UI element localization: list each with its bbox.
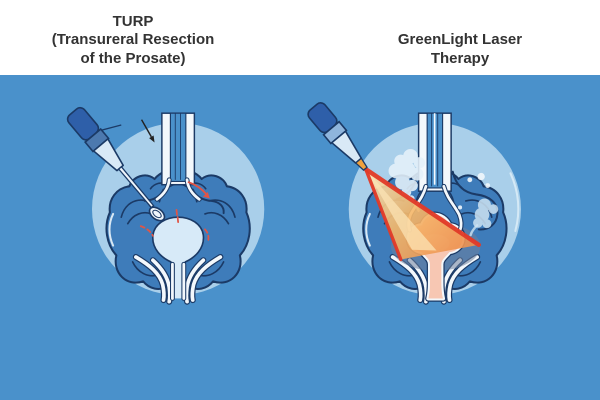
panel-greenlight <box>307 102 521 302</box>
urethra-neck-lumen <box>172 261 184 299</box>
urethra-neck-walls <box>170 261 187 301</box>
vapor-dots <box>458 172 491 210</box>
panel-title-greenlight: GreenLight Laser Therapy <box>350 31 570 68</box>
resection-dash-marks <box>139 208 210 242</box>
anatomy-scene <box>66 102 521 400</box>
halo-edge-highlight <box>509 172 520 233</box>
urethra-tube <box>406 112 464 233</box>
red-curved-arrow-icon <box>187 181 210 199</box>
resectoscope-instrument <box>66 106 155 209</box>
panel-turp <box>66 106 265 301</box>
header: TURP (Transureral Resection of the Prosa… <box>0 0 600 75</box>
title-line: Therapy <box>430 49 490 67</box>
title-line: GreenLight Laser <box>397 31 523 49</box>
laser-beam-cone <box>363 167 481 262</box>
urethra-tube <box>154 112 202 202</box>
panel-title-turp: TURP (Transureral Resection of the Prosa… <box>13 13 253 68</box>
title-line: of the Prosate) <box>80 49 186 67</box>
down-arrow-icon <box>140 119 155 143</box>
steam-puffs <box>388 148 499 237</box>
title-line: TURP <box>112 13 154 31</box>
laser-tip <box>354 157 368 172</box>
laser-fiber-device <box>307 102 368 172</box>
title-line: (Transureral Resection <box>51 31 215 49</box>
